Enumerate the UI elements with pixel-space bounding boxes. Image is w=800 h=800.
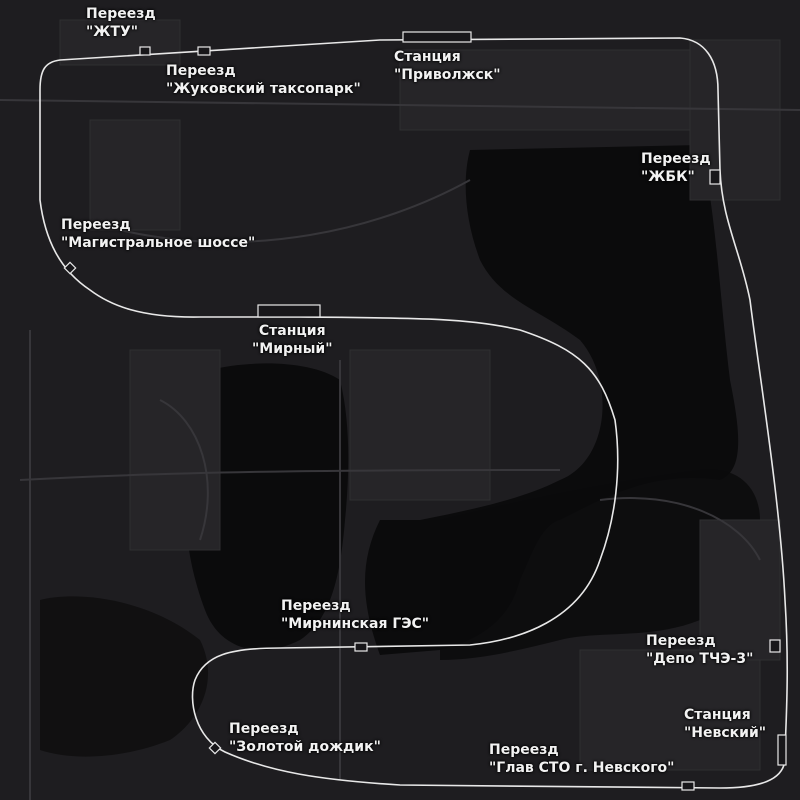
label-crossing-glav: Переезд "Глав СТО г. Невского" (489, 741, 674, 777)
label-crossing-zhbk: Переезд "ЖБК" (641, 150, 711, 186)
label-line1: Переезд (489, 742, 559, 758)
block-southeast (579, 649, 761, 771)
track-markers (63, 31, 787, 791)
crossing-marker-zhtu (139, 46, 151, 56)
label-line2: "Жуковский таксопарк" (166, 81, 361, 97)
label-station-privolzhsk: Станция "Приволжск" (394, 48, 501, 84)
label-line1: Станция (258, 323, 326, 339)
road-4 (19, 469, 561, 481)
label-line2: "Приволжск" (394, 67, 501, 83)
label-line2: "Мирнинская ГЭС" (281, 616, 430, 632)
block-east (699, 519, 781, 661)
label-station-nevsky: Станция "Невский" (684, 706, 766, 742)
block-mid-1 (129, 349, 221, 551)
label-line1: Переезд (641, 151, 711, 167)
label-line1: Переезд (229, 721, 299, 737)
label-line2: "ЖБК" (641, 169, 695, 185)
label-crossing-magistral: Переезд "Магистральное шоссе" (61, 216, 255, 252)
label-line2: "Магистральное шоссе" (61, 235, 256, 251)
label-line2: "Невский" (684, 725, 767, 741)
crossing-marker-glav (681, 781, 695, 791)
label-crossing-zhukovsky: Переезд "Жуковский таксопарк" (166, 62, 361, 98)
crossing-marker-zolotoy (208, 741, 222, 755)
label-crossing-mirninskaya: Переезд "Мирнинская ГЭС" (281, 597, 429, 633)
road-2 (119, 179, 471, 243)
label-crossing-zolotoy: Переезд "Золотой дождик" (229, 720, 381, 756)
block-mid-2 (349, 349, 491, 501)
label-line1: Переезд (166, 63, 236, 79)
label-crossing-zhtu: Переезд "ЖТУ" (86, 5, 156, 41)
roads (0, 99, 800, 800)
crossing-marker-zhukovsky (197, 46, 211, 56)
station-marker-nevsky (777, 734, 787, 766)
block-northeast (689, 39, 781, 201)
label-line1: Переезд (86, 6, 156, 22)
crossing-marker-zhbk (709, 169, 721, 185)
station-marker-mirny (257, 304, 321, 318)
road-5 (599, 497, 761, 561)
label-line1: Переезд (281, 598, 351, 614)
road-7 (159, 399, 209, 541)
lake-center (185, 363, 349, 650)
label-line2: "Золотой дождик" (229, 739, 381, 755)
crossing-marker-mirninskaya (354, 642, 368, 652)
label-line1: Станция (684, 707, 751, 723)
label-line1: Станция (394, 49, 461, 65)
label-line1: Переезд (646, 633, 716, 649)
label-crossing-depo: Переезд "Депо ТЧЭ-3" (646, 632, 753, 668)
label-line1: Переезд (61, 217, 131, 233)
block-north-1 (59, 19, 181, 66)
water-bodies (40, 145, 760, 757)
river-southwest (40, 596, 209, 757)
label-line2: "ЖТУ" (86, 24, 139, 40)
block-west-1 (89, 119, 181, 231)
label-line2: "Мирный" (252, 341, 333, 357)
crossing-marker-depo (769, 639, 781, 653)
block-north-2 (399, 49, 691, 131)
road-1 (0, 99, 800, 111)
railway-track (39, 37, 789, 789)
crossing-marker-magistral (63, 261, 77, 275)
label-line2: "Глав СТО г. Невского" (489, 760, 675, 776)
station-marker-privolzhsk (402, 31, 472, 43)
label-line2: "Депо ТЧЭ-3" (646, 651, 754, 667)
label-station-mirny: Станция "Мирный" (252, 322, 333, 358)
river-south (440, 469, 760, 660)
